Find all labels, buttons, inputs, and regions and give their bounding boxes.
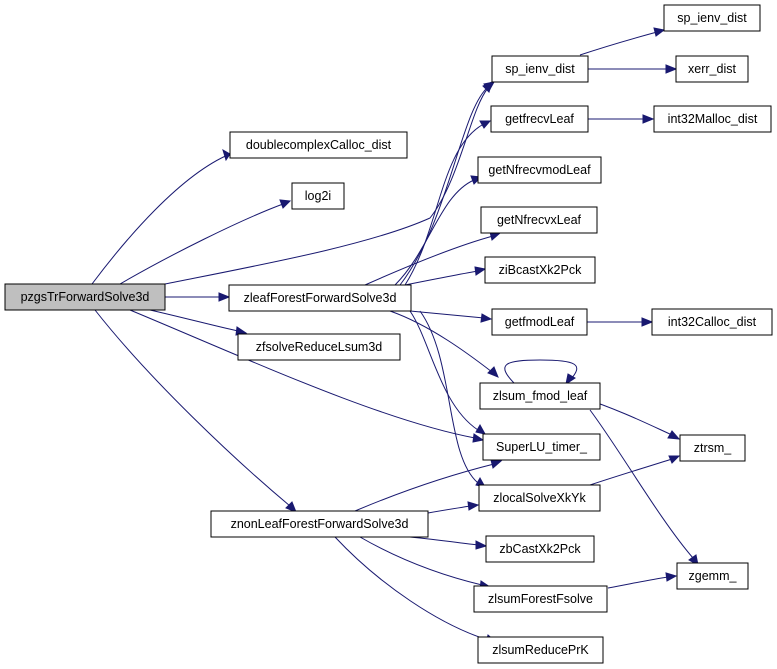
node-label: log2i (305, 189, 331, 203)
node-label: ziBcastXk2Pck (499, 263, 582, 277)
node-xerr-dist[interactable]: xerr_dist (675, 55, 749, 83)
node-label: sp_ienv_dist (677, 11, 747, 25)
node-label: zlsum_fmod_leaf (493, 389, 588, 403)
edge-zleaf-zibcast (399, 266, 487, 287)
node-label: zleafForestForwardSolve3d (244, 291, 397, 305)
node-sp-ienv-dist-top[interactable]: sp_ienv_dist (663, 4, 761, 32)
node-getnfrecvxleaf[interactable]: getNfrecvxLeaf (480, 206, 598, 234)
node-log2i[interactable]: log2i (291, 182, 345, 210)
edge-spienv-spienvtop (579, 27, 666, 56)
call-nodes: pzgsTrForwardSolve3d doublecomplexCalloc… (4, 4, 773, 664)
node-label: zbCastXk2Pck (499, 542, 581, 556)
edge-zlocalsolve-ztrsm (589, 455, 681, 486)
edge-root-znonleaf (94, 309, 297, 513)
node-pzgstrforwardsolve3d[interactable]: pzgsTrForwardSolve3d (4, 283, 166, 311)
edge-root-zleaf (165, 292, 231, 302)
edge-zleaf-zlsumfmod (389, 310, 499, 378)
node-zleafforestforwardsolve3d[interactable]: zleafForestForwardSolve3d (228, 284, 412, 312)
node-label: SuperLU_timer_ (496, 440, 588, 454)
node-ztrsm[interactable]: ztrsm_ (679, 434, 746, 462)
edge-zleaf-getnfrecvx (364, 231, 502, 286)
edge-root-superlutimer (129, 309, 485, 443)
edge-zleaf-superlutimer (409, 310, 486, 435)
node-getfrecvleaf[interactable]: getfrecvLeaf (490, 105, 589, 133)
edge-root-doublecomplexcalloc (91, 148, 231, 285)
node-label: getNfrecvmodLeaf (488, 163, 591, 177)
node-int32calloc-dist[interactable]: int32Calloc_dist (651, 308, 773, 336)
node-znonleafforestforwardsolve3d[interactable]: znonLeafForestForwardSolve3d (210, 510, 429, 538)
edge-znonleaf-zlsumreduce (334, 536, 498, 644)
edge-znonleaf-zlocalsolve (427, 501, 480, 514)
node-zfsolvereducelsum3d[interactable]: zfsolveReduceLsum3d (237, 333, 401, 361)
node-label: getfmodLeaf (505, 315, 575, 329)
node-zlocalsolvexkyk[interactable]: zlocalSolveXkYk (478, 484, 601, 512)
node-label: getfrecvLeaf (505, 112, 574, 126)
node-zibcastxk2pck[interactable]: ziBcastXk2Pck (484, 256, 596, 284)
node-zbcastxk2pck[interactable]: zbCastXk2Pck (485, 535, 595, 563)
node-label: xerr_dist (688, 62, 736, 76)
node-label: getNfrecvxLeaf (497, 213, 582, 227)
node-label: zlocalSolveXkYk (493, 491, 586, 505)
edge-zlsumfmod-self (504, 359, 578, 386)
node-label: zgemm_ (689, 569, 738, 583)
edge-root-zfsolvereduce (149, 309, 248, 336)
edge-zlsumfmod-zgemm (589, 409, 699, 566)
edge-zleaf-getfrecv (404, 120, 492, 286)
edge-getfrecv-int32malloc (588, 114, 655, 124)
node-zlsumforestfsolve[interactable]: zlsumForestFsolve (473, 585, 608, 613)
node-zlsumreduceprk[interactable]: zlsumReducePrK (477, 636, 604, 664)
node-doublecomplexcalloc-dist[interactable]: doublecomplexCalloc_dist (229, 131, 408, 159)
node-label: int32Malloc_dist (668, 112, 758, 126)
node-getnfrecvmodleaf[interactable]: getNfrecvmodLeaf (477, 156, 602, 184)
node-label: znonLeafForestForwardSolve3d (231, 517, 409, 531)
edge-znonleaf-superlutimer (354, 459, 503, 512)
node-label: doublecomplexCalloc_dist (246, 138, 392, 152)
edge-spienv-xerr (588, 64, 678, 74)
edge-zleaf-zlocalsolve (419, 310, 486, 488)
node-label: sp_ienv_dist (505, 62, 575, 76)
node-zgemm[interactable]: zgemm_ (676, 562, 749, 590)
edge-zleaf-spienv (399, 81, 495, 286)
edge-zlsumforest-zgemm (607, 572, 678, 589)
node-superlu-timer[interactable]: SuperLU_timer_ (482, 433, 601, 461)
node-label: zlsumReducePrK (492, 643, 589, 657)
node-getfmodleaf[interactable]: getfmodLeaf (491, 308, 588, 336)
node-label: int32Calloc_dist (668, 315, 757, 329)
edge-zleaf-getfmod (409, 310, 493, 323)
node-zlsum-fmod-leaf[interactable]: zlsum_fmod_leaf (479, 382, 601, 410)
node-label: zlsumForestFsolve (488, 592, 593, 606)
edge-zleaf-getnfrecvmod (394, 175, 483, 286)
node-label: zfsolveReduceLsum3d (256, 340, 383, 354)
edge-root-log2i (119, 199, 292, 285)
call-edges (91, 27, 699, 644)
edge-getfmod-int32calloc (587, 317, 654, 327)
node-sp-ienv-dist-mid[interactable]: sp_ienv_dist (491, 55, 589, 83)
node-label: ztrsm_ (694, 441, 733, 455)
node-int32malloc-dist[interactable]: int32Malloc_dist (653, 105, 772, 133)
edge-znonleaf-zbcast (409, 536, 488, 550)
node-label: pzgsTrForwardSolve3d (21, 290, 150, 304)
edge-znonleaf-zlsumforest (359, 536, 492, 590)
